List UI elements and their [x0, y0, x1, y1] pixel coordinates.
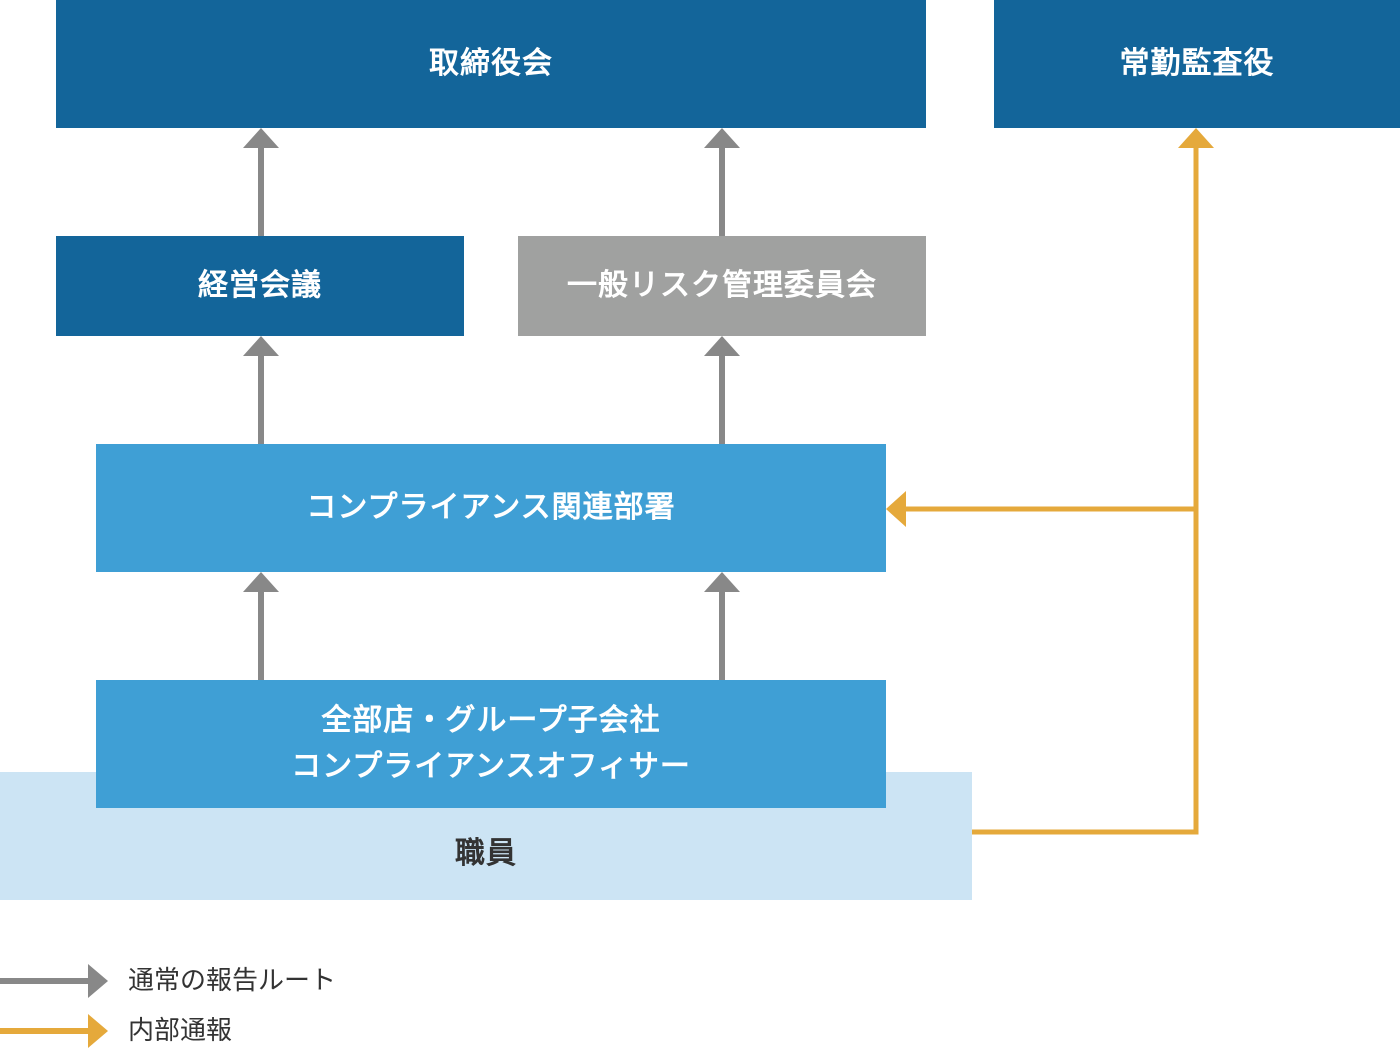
- risk-committee-label: 一般リスク管理委員会: [567, 267, 877, 303]
- board-box: 取締役会: [56, 0, 926, 128]
- report-arrowhead-officer-to-dept-right: [704, 572, 740, 592]
- management-meeting-label: 経営会議: [198, 267, 322, 303]
- report-arrowhead-dept-to-risk: [704, 336, 740, 356]
- risk-committee-box: 一般リスク管理委員会: [518, 236, 926, 336]
- report-arrowhead-risk-to-board: [704, 128, 740, 148]
- legend-report-arrowhead: [88, 964, 108, 998]
- compliance-officer-label-line2: コンプライアンスオフィサー: [291, 749, 691, 784]
- whistle-arrowhead-to-auditor: [1178, 128, 1214, 148]
- report-arrowhead-officer-to-dept-left: [243, 572, 279, 592]
- report-arrowhead-mgmt-to-board: [243, 128, 279, 148]
- legend-internal-report-label: 内部通報: [128, 1016, 233, 1046]
- whistle-line-staff-to-auditor: [972, 146, 1199, 835]
- compliance-officer-label-line1: 全部店・グループ子会社: [321, 702, 661, 738]
- auditor-box: 常勤監査役: [994, 0, 1400, 128]
- compliance-dept-box: コンプライアンス関連部署: [96, 444, 886, 572]
- auditor-label: 常勤監査役: [1119, 45, 1275, 81]
- staff-label: 職員: [455, 835, 517, 871]
- legend-whistle-arrow-line: [0, 1028, 90, 1034]
- board-label: 取締役会: [429, 45, 553, 81]
- compliance-dept-label: コンプライアンス関連部署: [306, 489, 676, 525]
- legend-report-arrow-line: [0, 978, 90, 984]
- compliance-officer-box: 全部店・グループ子会社 コンプライアンスオフィサー: [96, 680, 886, 808]
- whistle-arrowhead-to-dept: [886, 491, 906, 527]
- report-arrowhead-dept-to-mgmt: [243, 336, 279, 356]
- legend-whistle-arrowhead: [88, 1014, 108, 1048]
- legend-normal-route-label: 通常の報告ルート: [128, 966, 337, 996]
- management-meeting-box: 経営会議: [56, 236, 464, 336]
